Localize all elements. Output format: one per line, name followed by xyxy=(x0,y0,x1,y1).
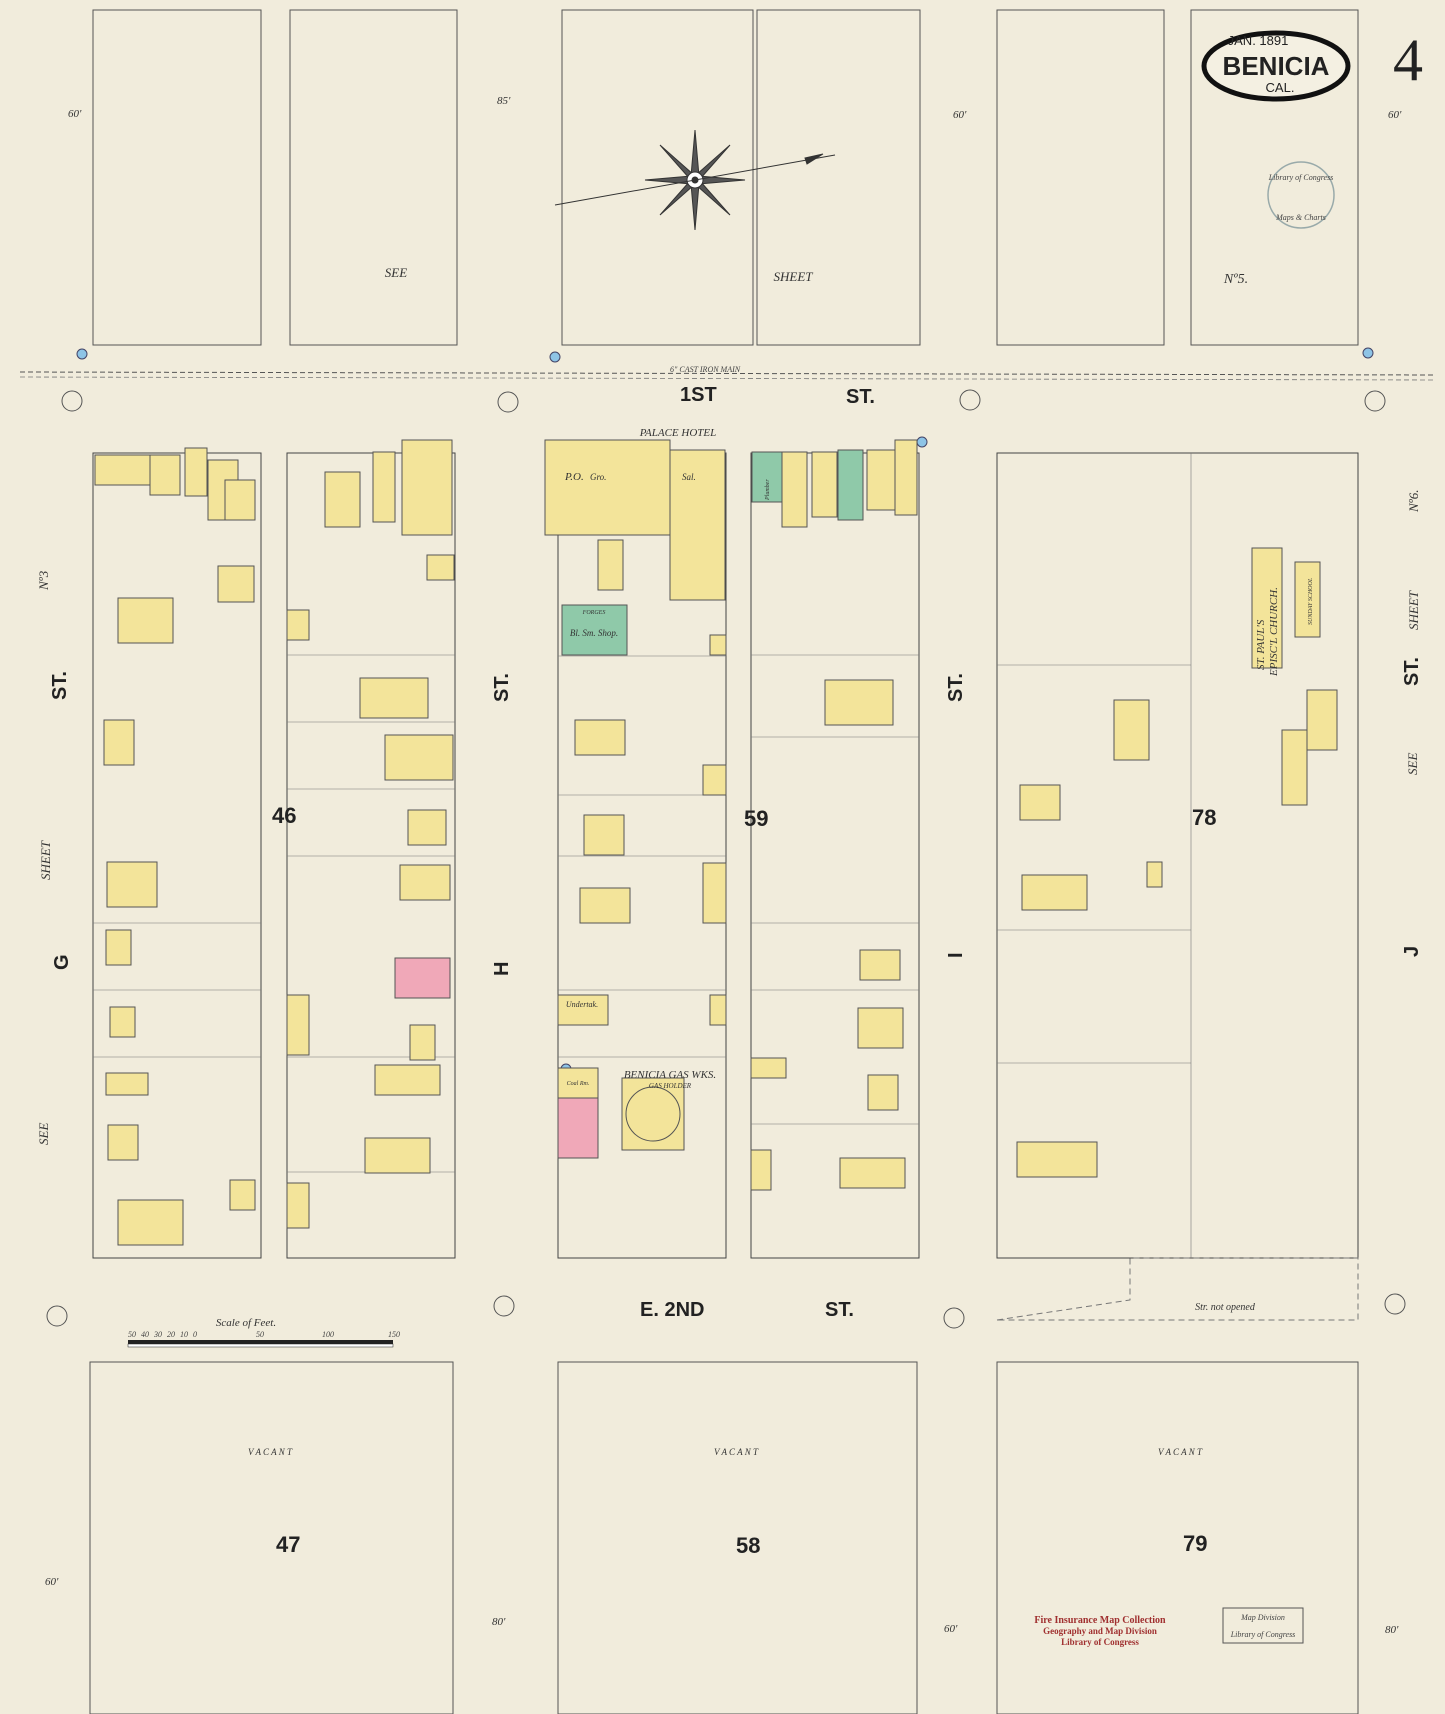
street-width: 60' xyxy=(1388,109,1402,121)
grocery-label: Gro. xyxy=(590,472,606,482)
undertaker-label: Undertak. xyxy=(566,1000,598,1009)
hydrant-icon xyxy=(76,348,88,360)
hydrant-icon xyxy=(1362,347,1374,359)
map-city: BENICIA xyxy=(1223,51,1330,81)
scale-tick: 10 xyxy=(180,1330,188,1339)
street-i-name: I xyxy=(945,952,967,958)
library-round-stamp: Library of Congress Maps & Charts xyxy=(1267,161,1335,229)
block-46 xyxy=(92,439,456,1259)
see-label-top: SEE xyxy=(385,265,407,280)
title-cartouche: JAN. 1891 BENICIA CAL. xyxy=(1201,30,1351,102)
hydrant-icon xyxy=(916,436,928,448)
sheet-number: 4 xyxy=(1393,27,1423,93)
svg-text:Library of Congress: Library of Congress xyxy=(1268,173,1334,182)
scale-tick: 150 xyxy=(388,1330,400,1339)
street-second-suffix: ST. xyxy=(825,1299,854,1321)
sheet-label-top: SHEET xyxy=(774,269,814,284)
svg-text:Library of Congress: Library of Congress xyxy=(1061,1637,1139,1647)
scale-tick: 40 xyxy=(141,1330,149,1339)
vacant-label: V A C A N T xyxy=(714,1447,759,1457)
block-number: 78 xyxy=(1192,805,1216,830)
blacksmith-label: Bl. Sm. Shop. xyxy=(570,628,618,638)
street-second-name: E. 2ND xyxy=(640,1299,704,1321)
block-number: 46 xyxy=(272,803,296,828)
block-number: 58 xyxy=(736,1533,760,1558)
street-width: 60' xyxy=(953,109,967,121)
forges-label: FORGES xyxy=(582,610,606,616)
map-state: CAL. xyxy=(1266,80,1295,95)
hydrant-icon xyxy=(549,351,561,363)
street-i-suffix: ST. xyxy=(945,673,967,702)
map-date: JAN. 1891 xyxy=(1228,33,1289,48)
street-width: 60' xyxy=(45,1576,59,1588)
svg-text:Map Division: Map Division xyxy=(1240,1613,1285,1622)
sheet-label-left: SHEET xyxy=(38,840,53,880)
water-main-line-2 xyxy=(19,376,1436,381)
svg-text:Fire Insurance Map Collection: Fire Insurance Map Collection xyxy=(1034,1615,1166,1626)
coal-room-label: Coal Rm. xyxy=(567,1081,590,1087)
scale-tick: 50 xyxy=(128,1330,136,1339)
water-main-line xyxy=(19,371,1436,376)
street-g-name: G xyxy=(51,954,73,970)
church-label-2: EPISC'L CHURCH. xyxy=(1268,587,1280,677)
street-h-suffix: ST. xyxy=(491,673,513,702)
block-number: 59 xyxy=(744,806,768,831)
map-division-box-stamp: Map Division Library of Congress xyxy=(1222,1607,1304,1644)
street-width: 60' xyxy=(944,1623,958,1635)
saloon-label: Sal. xyxy=(682,472,696,482)
scale-tick: 0 xyxy=(193,1330,197,1339)
street-width: 85' xyxy=(497,95,511,107)
intersection-markers xyxy=(46,389,1406,1329)
sheet-number-right: Nº6. xyxy=(1406,490,1421,513)
scale-title: Scale of Feet. xyxy=(216,1317,276,1329)
street-j-suffix: ST. xyxy=(1401,657,1423,686)
post-office-label: P.O. xyxy=(564,471,584,483)
block-59 xyxy=(544,439,920,1259)
see-label-right: SEE xyxy=(1405,753,1420,775)
block-number: 79 xyxy=(1183,1531,1207,1556)
see-label-left: SEE xyxy=(36,1123,51,1145)
sheet-label-right: SHEET xyxy=(1406,590,1421,630)
vacant-label: V A C A N T xyxy=(1158,1447,1203,1457)
street-not-opened-label: Str. not opened xyxy=(1195,1302,1256,1313)
street-h-name: H xyxy=(491,962,513,976)
street-first-name: 1ST xyxy=(680,384,717,406)
scale-tick: 30 xyxy=(153,1330,162,1339)
scale-tick: 20 xyxy=(167,1330,175,1339)
svg-text:Geography and Map Division: Geography and Map Division xyxy=(1043,1626,1157,1636)
sunday-school-label: SUNDAY SCHOOL xyxy=(1308,577,1314,625)
svg-text:Library of Congress: Library of Congress xyxy=(1230,1630,1296,1639)
street-width: 80' xyxy=(492,1616,506,1628)
vacant-label: V A C A N T xyxy=(248,1447,293,1457)
svg-text:Maps & Charts: Maps & Charts xyxy=(1275,213,1326,222)
street-j-name: J xyxy=(1401,946,1423,957)
plumber-label: Plumber xyxy=(765,479,771,501)
top-blocks xyxy=(92,9,1359,346)
water-main-label: 6" CAST IRON MAIN xyxy=(670,365,741,374)
street-first-suffix: ST. xyxy=(846,386,875,408)
street-g-suffix: ST. xyxy=(49,671,71,700)
street-width: 60' xyxy=(68,108,82,120)
scale-bar: Scale of Feet. 50 40 30 20 10 0 50 100 1… xyxy=(127,1317,400,1348)
scale-tick: 100 xyxy=(322,1330,334,1339)
block-78 xyxy=(996,452,1359,1321)
sheet-number-label-top: Nº5. xyxy=(1223,272,1248,287)
library-collection-stamp: Fire Insurance Map Collection Geography … xyxy=(1034,1615,1166,1647)
gas-holder-label: GAS HOLDER xyxy=(649,1082,692,1090)
block-number: 47 xyxy=(276,1532,300,1557)
hydrants xyxy=(76,347,1374,1075)
bottom-blocks xyxy=(89,1361,1359,1714)
scale-tick: 50 xyxy=(256,1330,264,1339)
street-width: 80' xyxy=(1385,1624,1399,1636)
gas-works-label: BENICIA GAS WKS. xyxy=(624,1069,716,1081)
church-label-1: ST. PAUL'S xyxy=(1255,619,1267,670)
compass-rose-icon xyxy=(554,129,836,231)
sheet-number-left: Nº3 xyxy=(36,570,51,591)
palace-hotel-label: PALACE HOTEL xyxy=(639,427,717,439)
